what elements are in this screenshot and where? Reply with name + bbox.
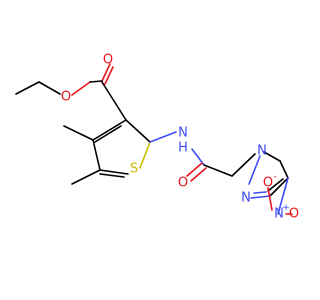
atom-nitro-right-oxygen: O (289, 207, 299, 222)
atom-amide-nitrogen: N (178, 126, 188, 141)
bond-n2-c3 (250, 195, 271, 199)
atom-ester-carbonyl-oxygen: O (103, 53, 113, 68)
bond-c4-c3 (269, 177, 289, 197)
atom-nitro-top-oxygen: O (263, 176, 273, 191)
atom-nitro-minus-charge: - (273, 172, 276, 182)
bond-c5-s-double (99, 173, 125, 178)
atom-pyrazole-n1: N (257, 144, 267, 159)
bond-n1-c5 (263, 151, 281, 162)
bond-amide-carbonyl-a (186, 162, 203, 177)
bond-methyl-4 (63, 125, 94, 141)
bond-ch2-n1 (231, 153, 256, 177)
bond-s-c2 (139, 141, 151, 169)
molecule-svg: O O S N H O N N N + O - O (15, 53, 299, 222)
atom-nitro-nitrogen: N (274, 207, 284, 222)
bond-ethyl-ch3-ch2 (15, 81, 40, 95)
bond-ethyl-ch2-o (38, 81, 61, 95)
bond-c4-c3-double (267, 178, 284, 192)
bond-c4-c5 (92, 139, 101, 171)
atom-sulfur: S (130, 162, 138, 177)
molecule-structure-diagram: O O S N H O N N N + O - O (15, 53, 299, 222)
bond-n2-c3-double (253, 191, 267, 194)
bond-c3-c4 (92, 119, 127, 141)
bond-c3-c4-double (94, 125, 122, 143)
atom-pyrazole-n2: N (241, 191, 251, 206)
bond-ester-carbonyl-b (104, 66, 114, 85)
bond-ester-carbon-fill (89, 80, 103, 83)
bond-ester-to-ring (101, 81, 127, 121)
bond-ring-nitro (277, 177, 289, 215)
atom-amide-hydrogen: H (178, 141, 188, 156)
bond-n1-n2 (248, 155, 261, 185)
bond-carbonyl-ch2 (203, 164, 233, 177)
bond-o-ester-carbon (71, 81, 91, 96)
atom-ester-ether-oxygen: O (61, 90, 71, 105)
bond-c2-c3 (125, 119, 151, 143)
bond-ester-carbonyl-a (101, 63, 111, 82)
bond-methyl-5 (71, 169, 101, 185)
atom-nitro-plus-charge: + (282, 203, 290, 213)
bond-amide-carbonyl-b (190, 167, 207, 182)
bond-c2-n (149, 131, 177, 143)
bond-nitro-o-top (267, 187, 273, 211)
bond-c5-c4 (279, 160, 289, 179)
atom-amide-oxygen: O (178, 176, 188, 191)
bond-c5-s (99, 169, 129, 175)
